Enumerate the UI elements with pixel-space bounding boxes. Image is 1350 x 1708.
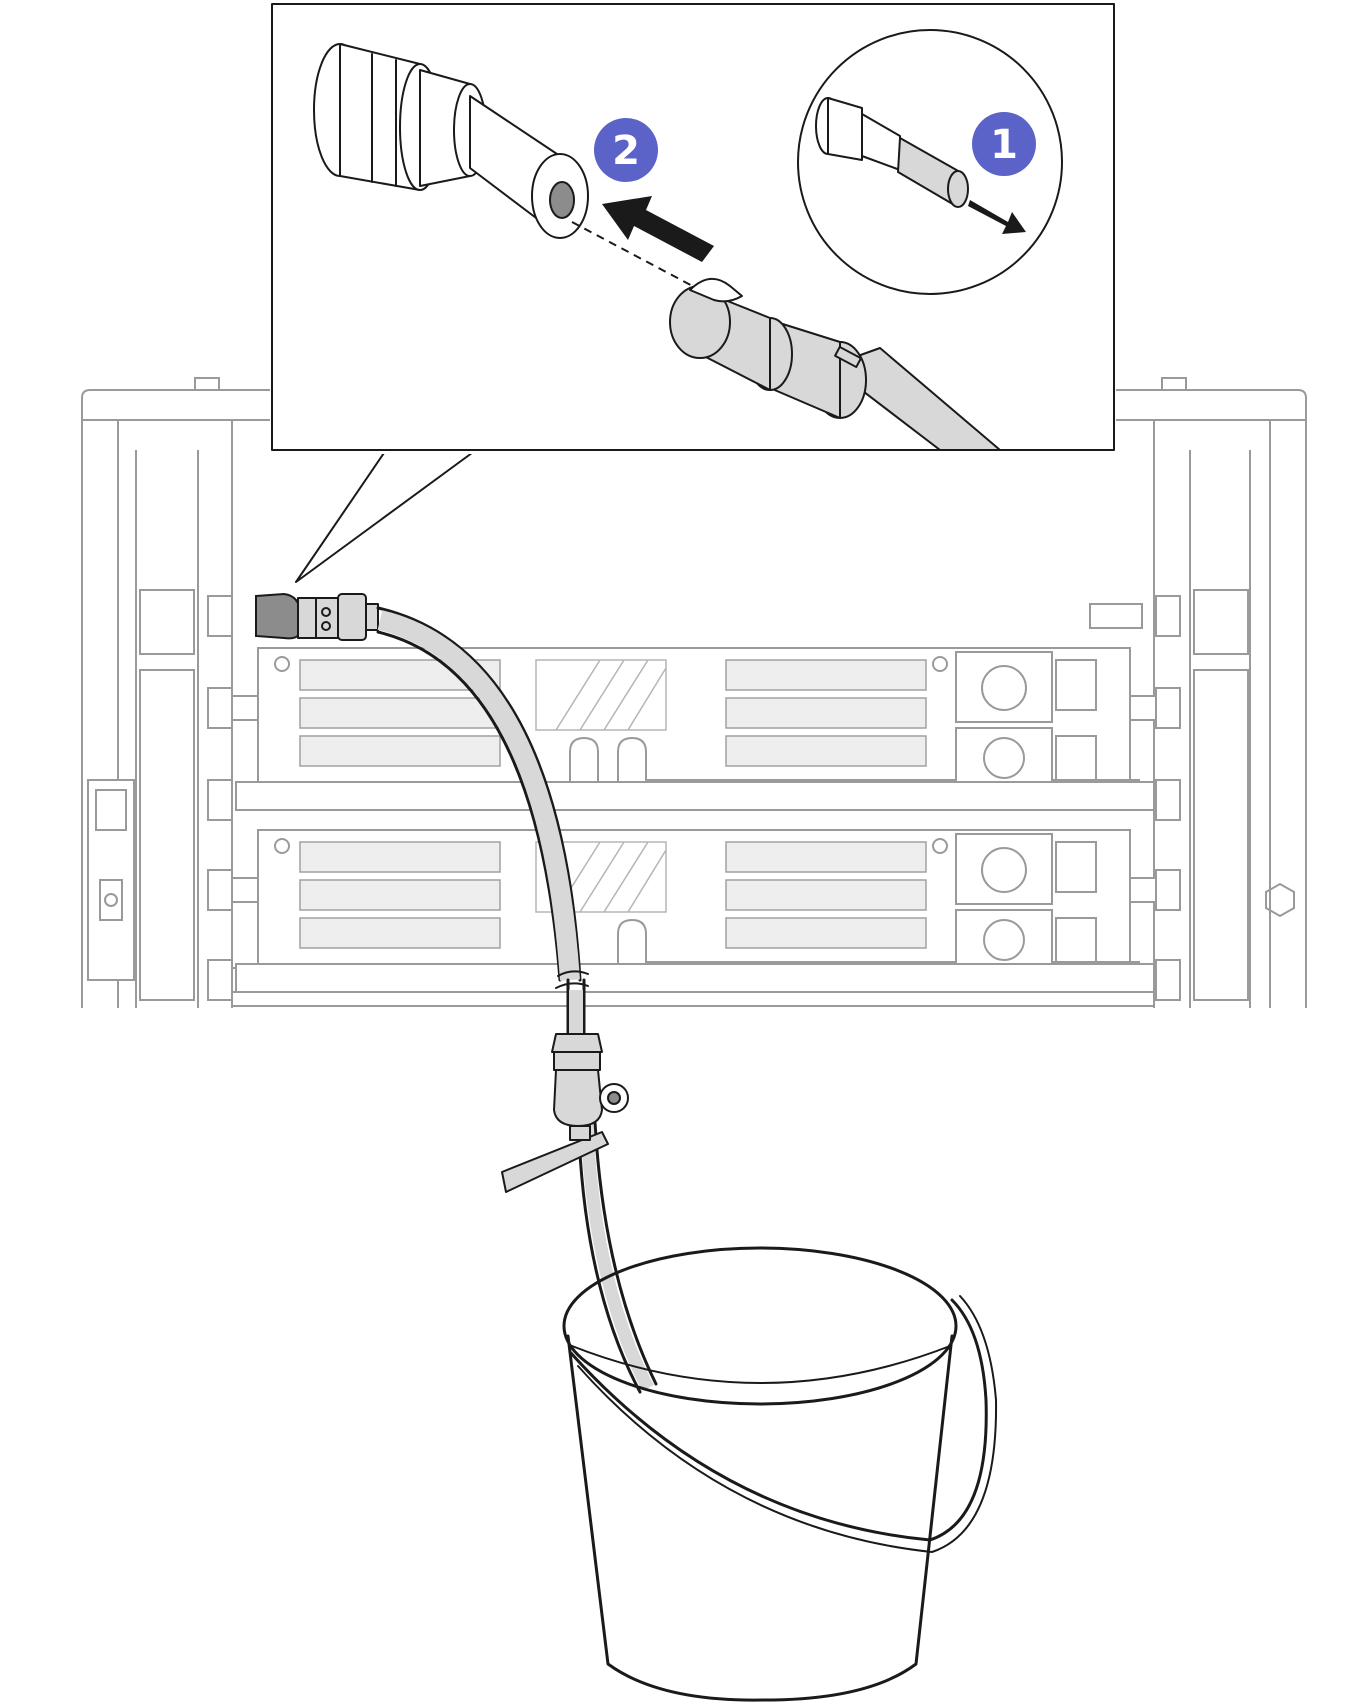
manifold-coupler bbox=[313, 43, 589, 239]
badge-2-number: 2 bbox=[612, 128, 640, 174]
server-node-lower bbox=[235, 829, 1155, 993]
bucket-icon bbox=[562, 1246, 998, 1702]
callout-badge-2: 2 bbox=[594, 118, 658, 182]
server-node-upper bbox=[235, 647, 1155, 811]
pull-arrow-icon bbox=[968, 200, 1026, 234]
push-arrow-icon bbox=[602, 196, 714, 262]
badge-1-number: 1 bbox=[990, 122, 1018, 168]
zoom-circle bbox=[797, 29, 1063, 295]
bleeder-hose-connector bbox=[669, 278, 1001, 451]
badge-2-circle bbox=[594, 118, 658, 182]
zoom-callout-box: 2 1 bbox=[271, 3, 1115, 451]
rack-frame bbox=[81, 377, 1307, 1008]
badge-1-circle bbox=[972, 112, 1036, 176]
callout-badge-1: 1 bbox=[972, 112, 1036, 176]
alignment-dashed-line bbox=[571, 221, 701, 291]
ball-valve-icon bbox=[501, 1033, 629, 1193]
callout-pointer bbox=[295, 449, 477, 583]
